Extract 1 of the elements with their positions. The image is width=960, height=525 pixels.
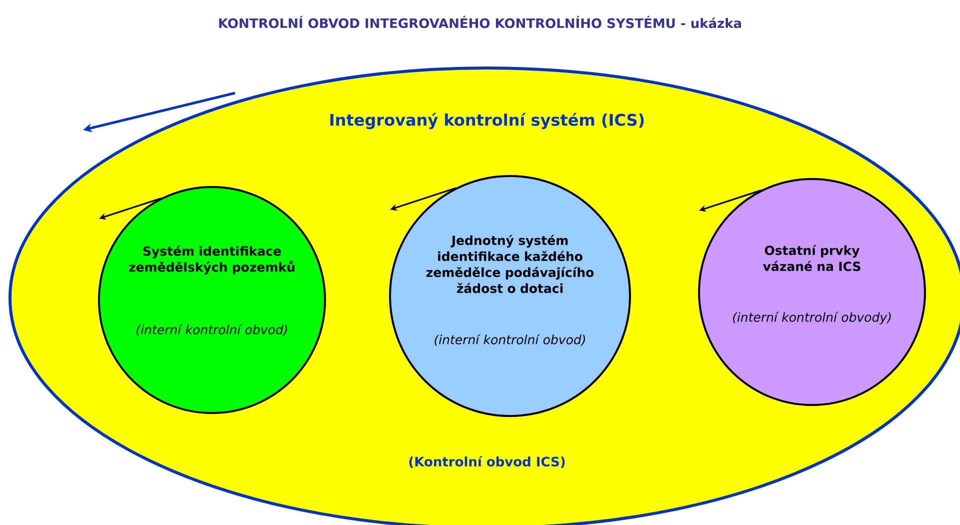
title: KONTROLNÍ OBVOD INTEGROVANÉHO KONTROLNÍHO SYSTÉMU - ukázka [219, 16, 741, 28]
